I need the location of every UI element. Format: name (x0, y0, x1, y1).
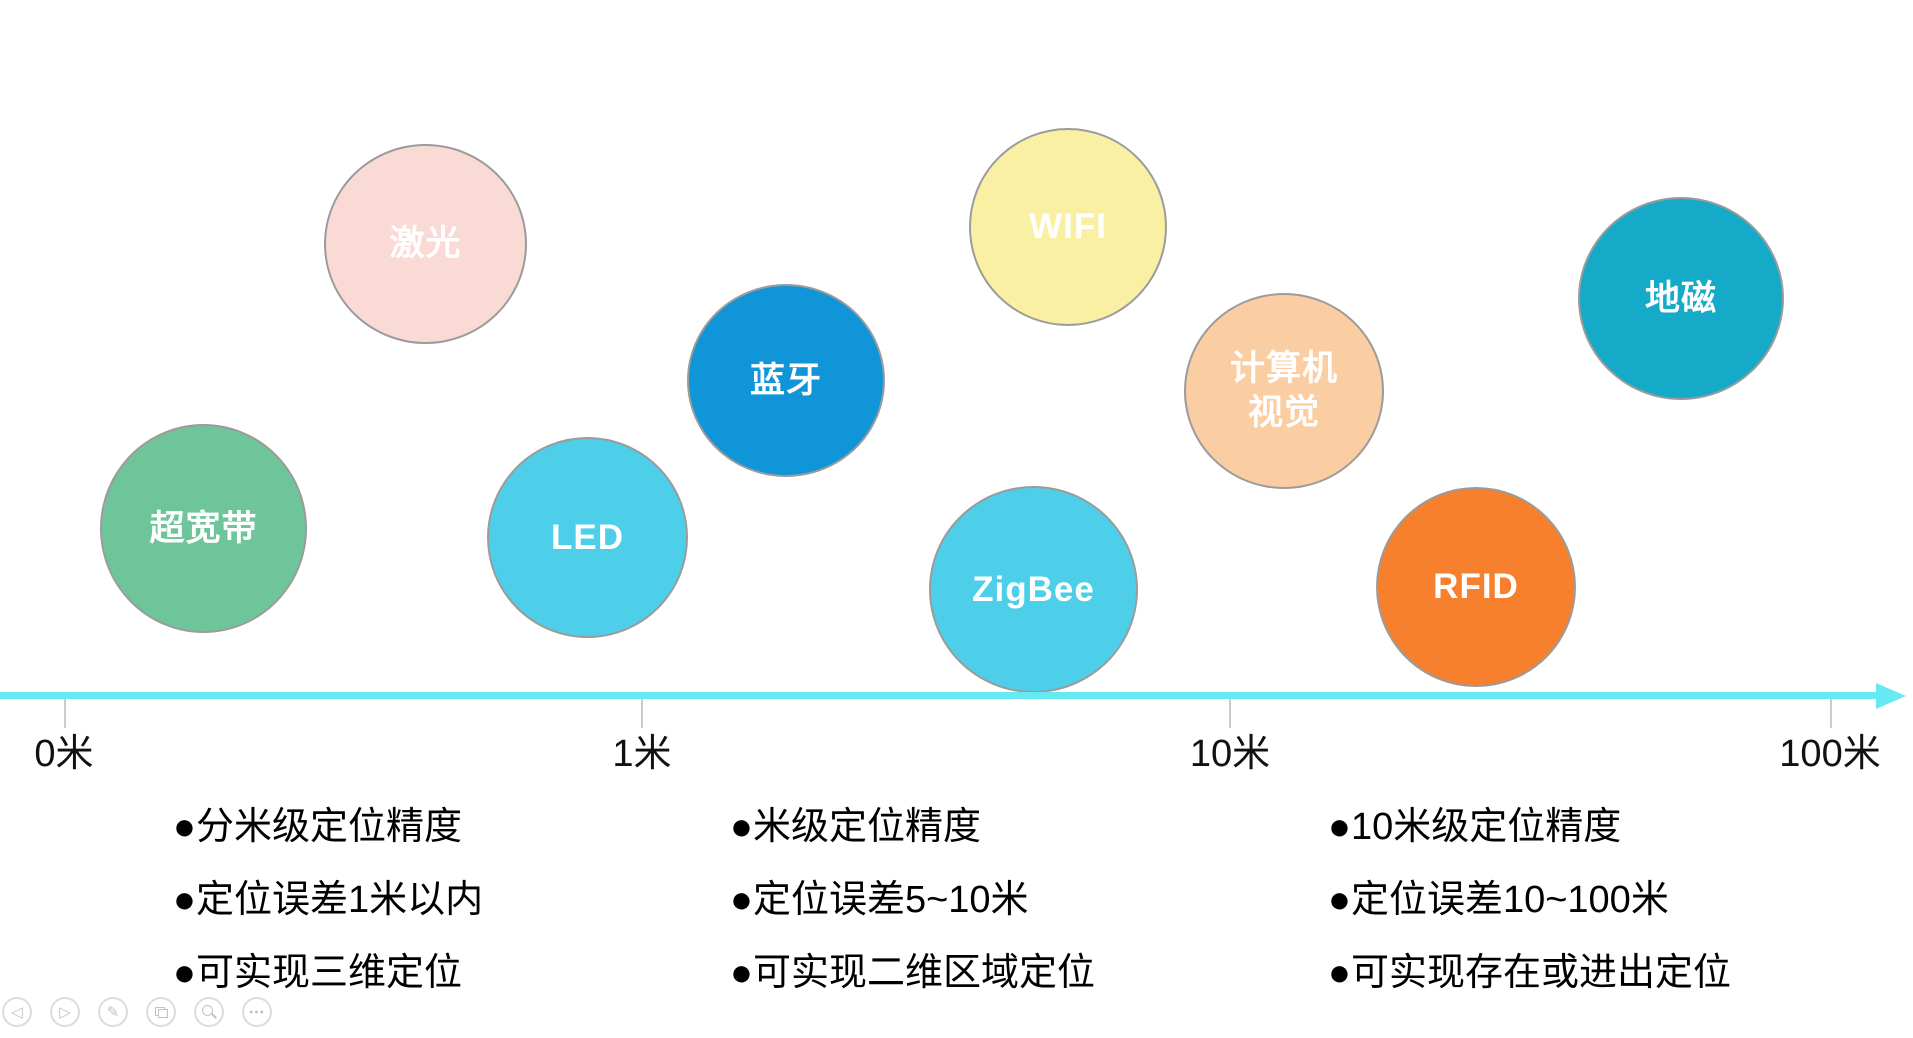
previous-slide-icon: ◁ (11, 1003, 23, 1021)
previous-slide-button[interactable]: ◁ (2, 997, 32, 1027)
bubble-laser-label: 激光 (389, 224, 462, 263)
more-options-icon: ●●● (249, 1008, 265, 1016)
bullet-item: ●可实现三维定位 (173, 952, 462, 994)
zoom-tool-button[interactable] (194, 997, 224, 1027)
pen-icon: ✎ (106, 1003, 120, 1021)
bullet-item: ●可实现二维区域定位 (730, 952, 1095, 994)
bullet-item: ●定位误差10~100米 (1328, 879, 1669, 921)
axis-tick-0m (64, 699, 66, 728)
axis-tick-10m (1229, 699, 1231, 728)
bubble-computer-vision-label: 计算机 视觉 (1229, 349, 1338, 432)
bullet-item: ●米级定位精度 (730, 806, 981, 848)
precision-column-decimeter: ●分米级定位精度 ●定位误差1米以内 ●可实现三维定位 (173, 806, 483, 1025)
axis-tick-1m (641, 699, 643, 728)
bubble-zigbee-label: ZigBee (972, 569, 1095, 609)
bubble-bluetooth-label: 蓝牙 (749, 360, 822, 400)
bubble-bluetooth: 蓝牙 (687, 284, 885, 477)
bullet-item: ●10米级定位精度 (1328, 806, 1622, 848)
axis-label-100m: 100米 (1779, 733, 1881, 775)
slide-panel-icon (154, 1006, 168, 1018)
slideshow-toolbar: ◁ ▷ ✎ ●●● (2, 997, 272, 1027)
axis-arrow-icon (1876, 683, 1906, 709)
bubble-wifi: WIFI (969, 128, 1167, 326)
bubble-geomagnetic-label: 地磁 (1644, 278, 1717, 318)
bubble-led-label: LED (551, 517, 624, 557)
next-slide-button[interactable]: ▷ (50, 997, 80, 1027)
axis-label-1m: 1米 (612, 733, 672, 775)
bubble-rfid: RFID (1376, 487, 1576, 687)
bubble-computer-vision: 计算机 视觉 (1184, 293, 1384, 489)
bubble-laser: 激光 (324, 144, 527, 344)
bullet-item: ●定位误差1米以内 (173, 879, 484, 921)
pen-tool-button[interactable]: ✎ (98, 997, 128, 1027)
more-options-button[interactable]: ●●● (242, 997, 272, 1027)
bubble-rfid-label: RFID (1433, 567, 1519, 606)
bullet-item: ●定位误差5~10米 (730, 879, 1029, 921)
accuracy-axis-line (0, 692, 1878, 699)
axis-label-10m: 10米 (1189, 733, 1271, 775)
bullet-item: ●分米级定位精度 (173, 806, 462, 848)
axis-label-0m: 0米 (34, 733, 94, 775)
bubble-uwb-label: 超宽带 (149, 508, 258, 548)
magnifier-icon (202, 1005, 216, 1019)
precision-column-10meter: ●10米级定位精度 ●定位误差10~100米 ●可实现存在或进出定位 (1328, 806, 1731, 1025)
bubble-geomagnetic: 地磁 (1578, 197, 1784, 400)
next-slide-icon: ▷ (59, 1003, 71, 1021)
axis-tick-100m (1830, 699, 1832, 728)
bubble-wifi-label: WIFI (1029, 207, 1107, 246)
bullet-item: ●可实现存在或进出定位 (1328, 952, 1731, 994)
slide-panel-button[interactable] (146, 997, 176, 1027)
bubble-zigbee: ZigBee (929, 486, 1138, 693)
bubble-uwb: 超宽带 (100, 424, 307, 633)
precision-column-meter: ●米级定位精度 ●定位误差5~10米 ●可实现二维区域定位 (730, 806, 1095, 1025)
bubble-led: LED (487, 437, 688, 638)
